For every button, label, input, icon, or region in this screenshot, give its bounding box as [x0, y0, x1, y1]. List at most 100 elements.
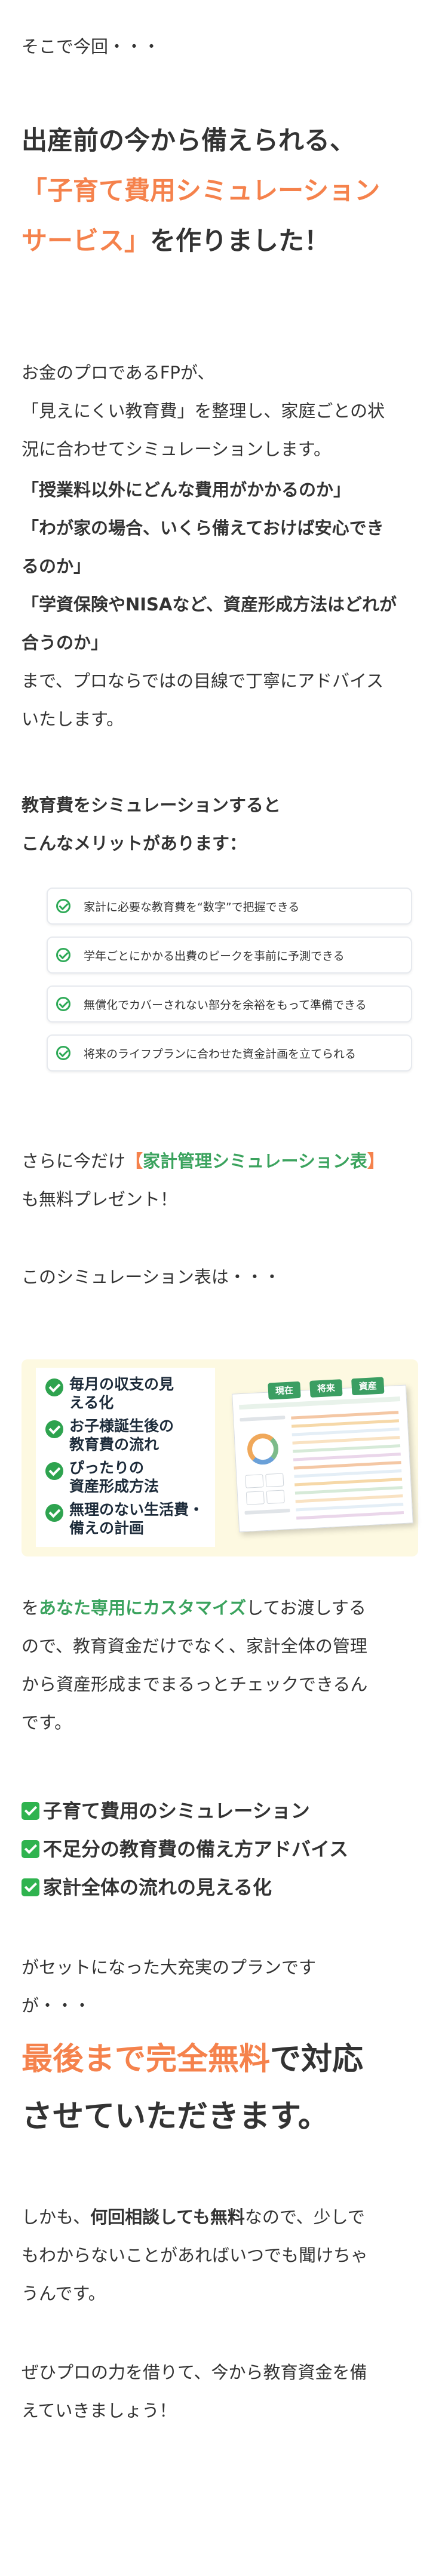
- sheet-row: [293, 1461, 401, 1470]
- checklist-text: 不足分の教育費の備え方アドバイス: [43, 1838, 349, 1860]
- custom-line-3: から資産形成までまるっとチェックできるん: [22, 1674, 368, 1694]
- check-circle-icon: [45, 1420, 63, 1438]
- headline-line-3: サービス」を作りました！: [22, 216, 426, 266]
- sheet-row: [294, 1469, 402, 1478]
- banner-item-line: 毎月の収支の見: [69, 1375, 174, 1393]
- question-2a: 「わが家の場合、いくら備えておけば安心でき: [22, 518, 384, 538]
- headline-line-2: 「子育て費用シミュレーション: [22, 166, 426, 216]
- desc-line-1: お金のプロであるFPが、: [22, 363, 215, 383]
- free-orange: 最後まで完全無料: [22, 2041, 271, 2077]
- banner-item-text: 無理のない生活費・備えの計画: [69, 1500, 213, 1537]
- present-name: 家計管理シミュレーション表: [143, 1151, 367, 1171]
- custom-pre: を: [22, 1598, 39, 1618]
- free-headline: 最後まで完全無料で対応 させていただきます。: [22, 2031, 426, 2145]
- desc-line-3: 況に合わせてシミュレーションします。: [22, 439, 331, 459]
- banner-feature-panel: 毎月の収支の見える化 お子様誕生後の教育費の流れ ぴったりの資産形成方法 無理の…: [36, 1368, 215, 1547]
- benefit-text: 将来のライフプランに合わせた資金計画を立てられる: [84, 1047, 357, 1061]
- sheet-mini-box: [265, 1473, 284, 1488]
- checklist-text: 子育て費用のシミュレーション: [43, 1800, 310, 1822]
- sheet-row: [293, 1453, 401, 1462]
- sheet-tag: 資産: [351, 1377, 385, 1396]
- benefit-item: 家計に必要な教育費を“数字”で把握できる: [47, 888, 412, 925]
- headline-line-3-orange: サービス」: [22, 226, 150, 256]
- free-rest: で対応: [270, 2041, 364, 2077]
- benefit-item: 無償化でカバーされない部分を余裕をもって準備できる: [47, 985, 412, 1023]
- closing-line-3: うんです。: [22, 2283, 106, 2304]
- sheet-row: [294, 1478, 403, 1487]
- merit-line-2: こんなメリットがあります：: [22, 833, 247, 853]
- desc-line-2: 「見えにくい教育費」を整理し、家庭ごとの状: [22, 401, 385, 421]
- plan-line-1: がセットになった大充実のプランです: [22, 1957, 317, 1978]
- check-circle-icon: [56, 899, 70, 913]
- sheet-tag: 将来: [309, 1379, 343, 1398]
- simulation-banner: 毎月の収支の見える化 お子様誕生後の教育費の流れ ぴったりの資産形成方法 無理の…: [22, 1359, 418, 1556]
- checklist-item: 家計全体の流れの見える化: [22, 1868, 426, 1906]
- custom-highlight: あなた専用にカスタマイズ: [39, 1598, 247, 1618]
- checklist-item: 不足分の教育費の備え方アドバイス: [22, 1830, 426, 1868]
- questions-after-1: まで、プロならではの目線で丁寧にアドバイス: [22, 671, 384, 691]
- checklist-text: 家計全体の流れの見える化: [43, 1876, 272, 1899]
- benefit-text: 無償化でカバーされない部分を余裕をもって準備できる: [84, 998, 367, 1012]
- question-3b: 合うのか」: [22, 633, 109, 653]
- sheet-row: [291, 1427, 400, 1436]
- check-circle-icon: [56, 997, 70, 1011]
- intro-text: そこで今回・・・: [22, 36, 161, 57]
- sheet-mini-box: [266, 1490, 285, 1504]
- spreadsheet-illustration: 現在 将来 資産: [232, 1377, 413, 1533]
- closing-line-1: しかも、何回相談しても無料なので、少しで: [22, 2198, 426, 2236]
- closing-pre: しかも、: [22, 2207, 91, 2227]
- sheet-row: [294, 1486, 403, 1495]
- check-box-icon: [22, 1840, 39, 1858]
- checklist-item: 子育て費用のシミュレーション: [22, 1792, 426, 1830]
- present-close-bracket: 】: [367, 1151, 385, 1171]
- banner-item: ぴったりの資産形成方法: [45, 1459, 213, 1496]
- headline-line-2-text: 「子育て費用シミュレーション: [22, 176, 381, 206]
- closing-rest: なので、少しで: [244, 2207, 365, 2227]
- free-line-1: 最後まで完全無料で対応: [22, 2031, 426, 2088]
- benefit-text: 家計に必要な教育費を“数字”で把握できる: [84, 900, 300, 914]
- closing-line-4: ぜひプロの力を借りて、今から教育資金を備: [22, 2362, 367, 2382]
- benefit-item: 将来のライフプランに合わせた資金計画を立てられる: [47, 1034, 412, 1071]
- banner-item-line: える化: [69, 1394, 114, 1411]
- closing-line-2: もわからないことがあればいつでも聞けちゃ: [22, 2245, 369, 2265]
- banner-item-line: 教育費の流れ: [69, 1436, 159, 1453]
- banner-item: 毎月の収支の見える化: [45, 1375, 213, 1412]
- present-line-1: さらに今だけ【家計管理シミュレーション表】: [22, 1142, 426, 1180]
- sheet-row: [292, 1436, 400, 1445]
- banner-item-line: お子様誕生後の: [69, 1417, 174, 1435]
- banner-item-text: お子様誕生後の教育費の流れ: [69, 1417, 213, 1454]
- check-box-icon: [22, 1878, 39, 1896]
- benefit-text: 学年ごとにかかる出費のピークを事前に予測できる: [84, 949, 345, 963]
- check-circle-icon: [45, 1378, 63, 1396]
- present-open-bracket: 【: [125, 1151, 143, 1171]
- headline-line-1: 出産前の今から備えられる、: [22, 126, 355, 156]
- sheet-mini-box: [245, 1474, 264, 1488]
- headline-line-3-rest: を作りました！: [150, 226, 330, 256]
- question-2b: るのか」: [22, 556, 91, 576]
- sheet-row: [296, 1511, 404, 1520]
- closing-text: しかも、何回相談しても無料なので、少しで もわからないことがあればいつでも聞けち…: [22, 2198, 426, 2313]
- sheet-header-bar: [239, 1396, 401, 1410]
- closing-bold: 何回相談しても無料: [90, 2207, 245, 2227]
- donut-chart-icon: [246, 1432, 280, 1466]
- present-pre: さらに今だけ: [22, 1151, 126, 1171]
- banner-item-line: 備えの計画: [69, 1519, 145, 1537]
- sheet-label-bar: [244, 1508, 290, 1515]
- check-circle-icon: [45, 1462, 63, 1480]
- description: お金のプロであるFPが、 「見えにくい教育費」を整理し、家庭ごとの状 況に合わせ…: [22, 354, 426, 468]
- banner-item-text: 毎月の収支の見える化: [69, 1375, 213, 1412]
- checklist: 子育て費用のシミュレーション 不足分の教育費の備え方アドバイス 家計全体の流れの…: [22, 1792, 426, 1906]
- questions: 「授業料以外にどんな費用がかかるのか」 「わが家の場合、いくら備えておけば安心で…: [22, 471, 426, 738]
- benefit-item: 学年ごとにかかる出費のピークを事前に予測できる: [47, 937, 412, 974]
- sheet-label-bar: [240, 1416, 286, 1422]
- custom-line-4: です。: [22, 1712, 72, 1733]
- questions-after-2: いたします。: [22, 709, 124, 729]
- sheet-mini-box: [246, 1491, 265, 1505]
- benefit-list: 家計に必要な教育費を“数字”で把握できる 学年ごとにかかる出費のピークを事前に予…: [47, 888, 412, 1083]
- merit-heading: 教育費をシミュレーションすると こんなメリットがあります：: [22, 786, 426, 862]
- question-1: 「授業料以外にどんな費用がかかるのか」: [22, 480, 351, 500]
- present-line-3: このシミュレーション表は・・・: [22, 1267, 281, 1287]
- sheet-row: [291, 1419, 399, 1428]
- custom-rest: してお渡しする: [246, 1598, 366, 1618]
- customize-text: をあなた専用にカスタマイズしてお渡しする ので、教育資金だけでなく、家計全体の管…: [22, 1589, 426, 1742]
